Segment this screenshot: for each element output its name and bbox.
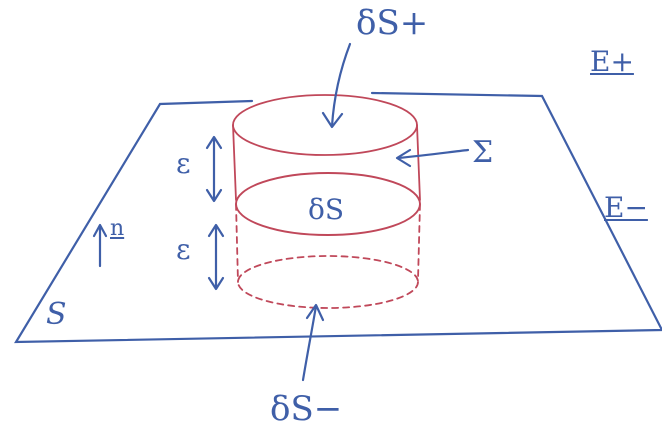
bottom-cap-ellipse <box>237 255 419 309</box>
top-cap-ellipse <box>232 94 418 156</box>
label-surface: S <box>46 297 67 332</box>
arrow-delta-s-plus <box>330 42 352 128</box>
right-wall-upper <box>416 124 421 201</box>
label-delta-s-minus: δS− <box>270 389 343 429</box>
label-e-plus: E+ <box>590 45 634 78</box>
left-wall-upper <box>232 124 237 201</box>
left-wall-lower <box>235 203 239 283</box>
surface-plane <box>14 91 662 344</box>
label-normal: n <box>110 216 125 241</box>
arrow-sigma <box>396 148 470 160</box>
pillbox-cylinder <box>232 94 421 309</box>
label-e-minus: E− <box>604 191 648 224</box>
right-wall-lower <box>417 203 421 281</box>
label-sigma: Σ <box>472 135 494 170</box>
label-delta-s: δS <box>308 193 345 226</box>
label-delta-s-plus: δS+ <box>356 3 429 43</box>
annotation-arrows <box>92 42 470 382</box>
label-epsilon-upper: ε <box>176 147 191 180</box>
arrow-delta-s-minus <box>301 304 318 382</box>
label-epsilon-lower: ε <box>176 233 191 266</box>
